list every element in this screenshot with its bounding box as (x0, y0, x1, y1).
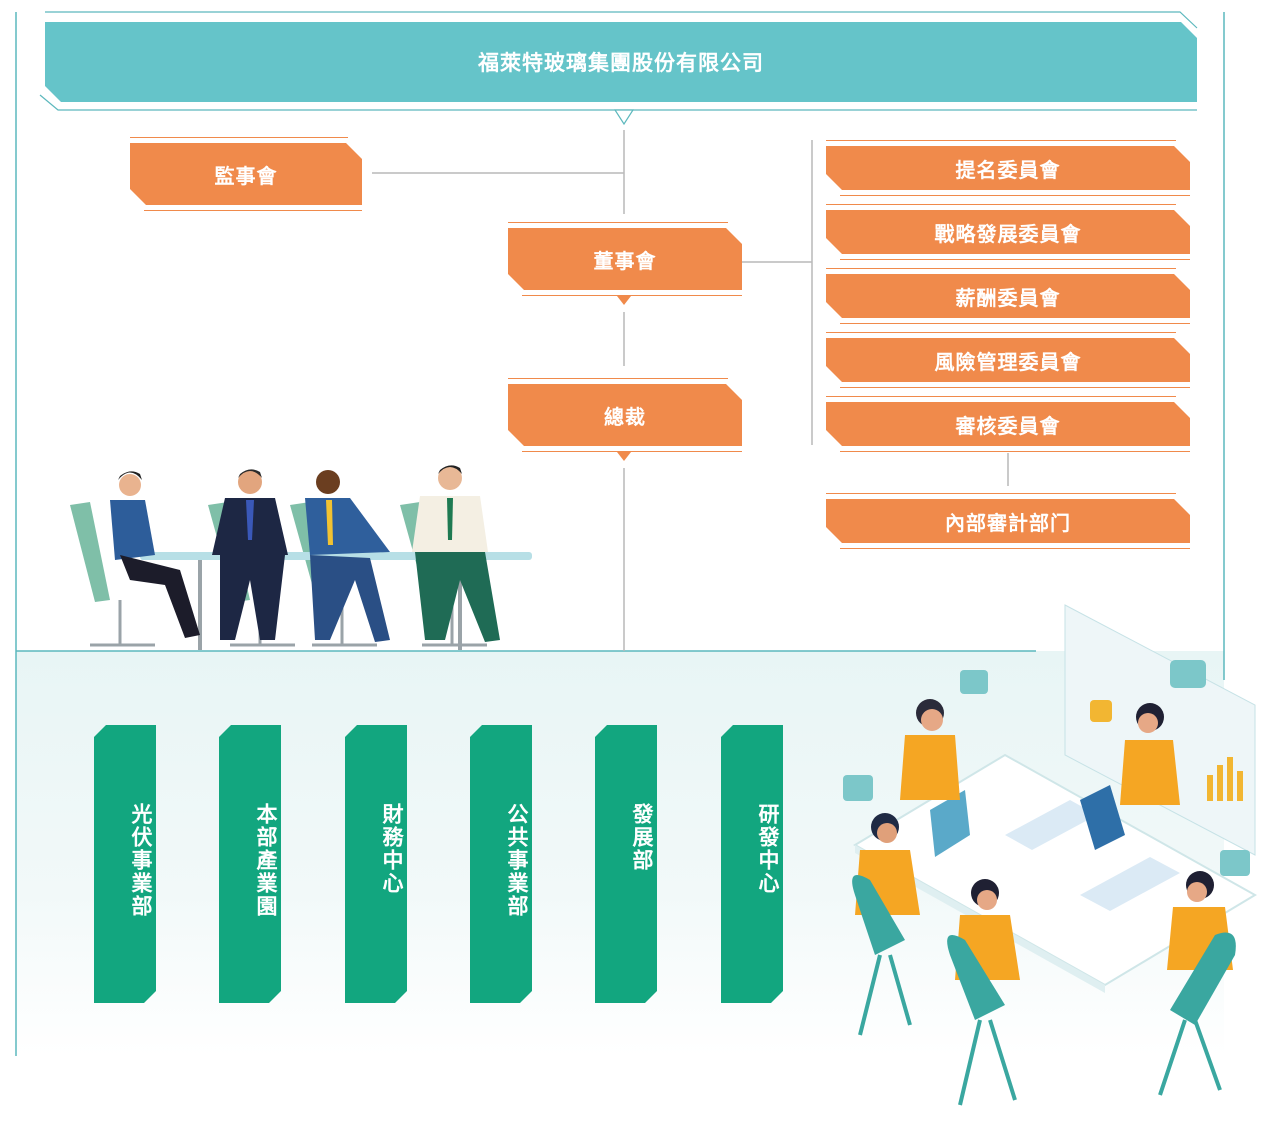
president-box: 總裁 (508, 378, 742, 452)
division-label: 研發中心 (756, 803, 780, 895)
president-pointer (617, 452, 631, 461)
committee-label: 風險管理委員會 (934, 349, 1082, 374)
division-pv: 光伏事業部 (94, 725, 156, 1003)
company-name: 福萊特玻璃集團股份有限公司 (478, 51, 764, 75)
committee-label: 薪酬委員會 (955, 285, 1061, 310)
division-industrial-park: 本部產業園 (219, 725, 281, 1003)
committee-label: 戰略發展委員會 (934, 221, 1082, 246)
committee-label: 審核委員會 (955, 413, 1061, 438)
division-label: 財務中心 (380, 803, 404, 895)
team-work-illustration (843, 604, 1257, 1106)
committee-strategy: 戰略發展委員會 (826, 204, 1190, 260)
committee-remuneration: 薪酬委員會 (826, 268, 1190, 324)
committee-label: 提名委員會 (955, 157, 1061, 182)
board-of-directors-label: 董事會 (593, 248, 657, 273)
division-rnd: 研發中心 (721, 725, 783, 1003)
supervisory-board-label: 監事會 (214, 163, 278, 188)
company-banner (45, 22, 1197, 102)
division-label: 本部產業園 (254, 803, 278, 918)
division-public: 公共事業部 (470, 725, 532, 1003)
internal-audit-label: 內部審計部门 (945, 510, 1071, 535)
division-label: 光伏事業部 (129, 803, 153, 918)
board-pointer (617, 296, 631, 305)
division-label: 發展部 (630, 803, 654, 872)
president-label: 總裁 (604, 404, 646, 429)
division-label: 公共事業部 (505, 803, 529, 918)
board-of-directors-box: 董事會 (508, 222, 742, 296)
division-development: 發展部 (595, 725, 657, 1003)
supervisory-board-box: 監事會 (130, 137, 362, 211)
meeting-people-illustration (70, 465, 532, 650)
internal-audit-box: 內部審計部门 (826, 493, 1190, 549)
committee-audit: 審核委員會 (826, 396, 1190, 452)
committee-risk: 風險管理委員會 (826, 332, 1190, 388)
division-finance: 財務中心 (345, 725, 407, 1003)
committee-nomination: 提名委員會 (826, 140, 1190, 196)
